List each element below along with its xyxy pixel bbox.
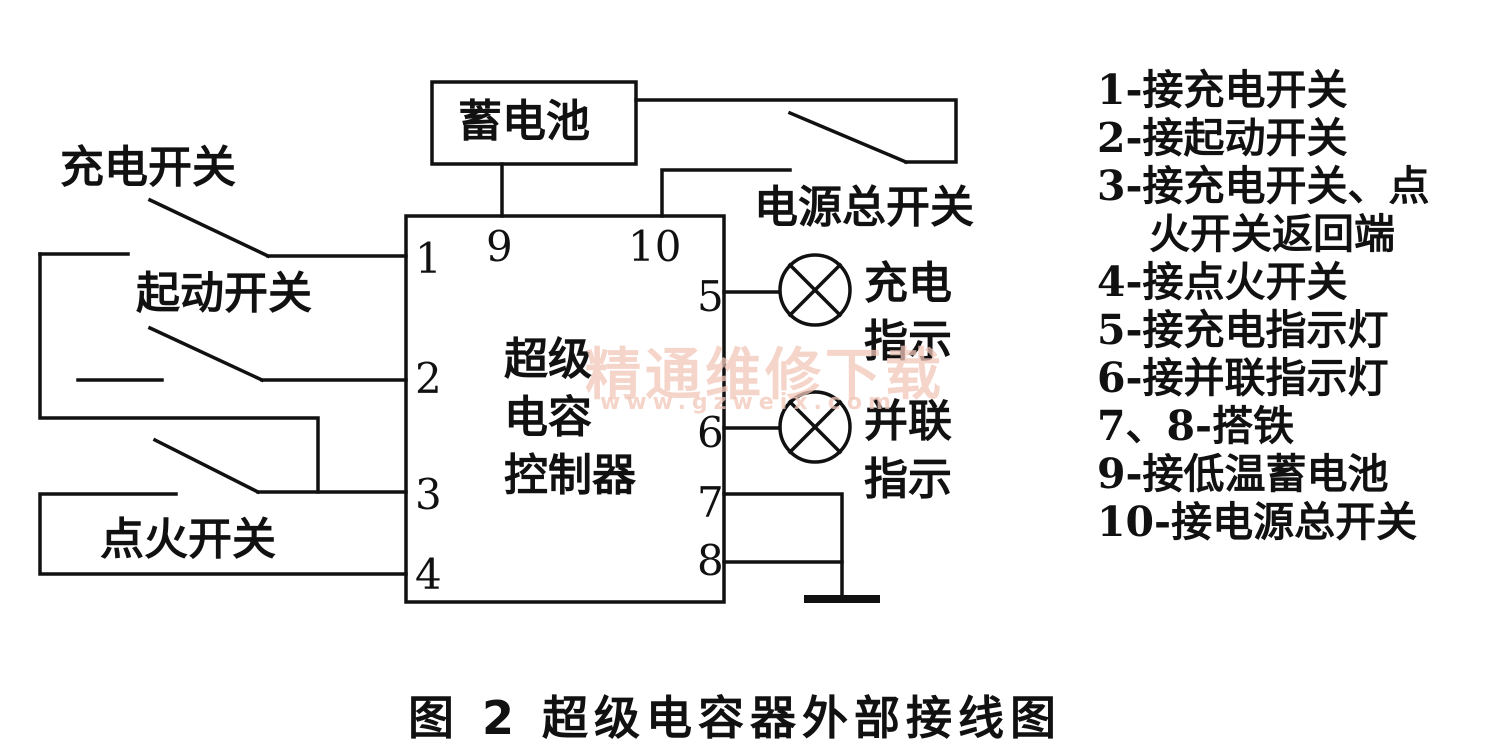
terminal-5: 5: [697, 272, 724, 321]
legend-item: 1-接充电开关: [1097, 66, 1348, 114]
controller-label-line-1: 超级: [504, 334, 592, 385]
start-switch-label: 起动开关: [136, 268, 312, 319]
legend-item: 2-接起动开关: [1097, 114, 1348, 162]
watermark-title: 精通维修下载: [585, 342, 945, 408]
ignition-switch-blade: [152, 437, 261, 495]
main-switch-blade: [787, 110, 909, 165]
ignition-switch-label: 点火开关: [100, 514, 276, 565]
wire-terminal7-ground: [722, 492, 844, 600]
main-switch-label: 电源总开关: [754, 182, 974, 233]
legend-item: 10-接电源总开关: [1097, 498, 1418, 546]
controller-label-line-2: 电容: [504, 392, 592, 443]
controller-box: [404, 214, 726, 604]
battery-box: [430, 80, 638, 166]
charge-switch-blade: [147, 197, 271, 259]
legend-item: 4-接点火开关: [1097, 258, 1348, 306]
parallel-indicator-label-line-2: 指示: [864, 454, 952, 505]
terminal-6: 6: [697, 408, 724, 457]
charge-indicator-label-line-2: 指示: [864, 316, 952, 367]
parallel-indicator-label-line-1: 并联: [864, 396, 952, 447]
terminal-4: 4: [415, 550, 442, 599]
terminal-3: 3: [415, 470, 442, 519]
parallel-indicator-lamp: [778, 390, 852, 464]
terminal-10: 10: [628, 222, 682, 271]
charge-switch-label: 充电开关: [60, 142, 236, 193]
legend-item: 9-接低温蓄电池: [1097, 450, 1389, 498]
legend-item: 7、8-搭铁: [1097, 402, 1295, 450]
legend-item: 6-接并联指示灯: [1097, 354, 1389, 402]
charge-indicator-label-line-1: 充电: [864, 258, 952, 309]
terminal-7: 7: [697, 478, 724, 527]
terminal-2: 2: [415, 354, 442, 403]
battery-label: 蓄电池: [458, 96, 590, 147]
terminal-legend: 1-接充电开关 2-接起动开关 3-接充电开关、点 火开关返回端 4-接点火开关…: [1097, 66, 1430, 546]
terminal-9: 9: [486, 222, 513, 271]
terminal-1: 1: [415, 234, 442, 283]
controller-label-line-3: 控制器: [504, 450, 636, 501]
wire-ignition-terminal4: [38, 492, 408, 576]
legend-item: 火开关返回端: [1149, 210, 1395, 258]
watermark-url: www.gzweix.com: [600, 390, 897, 415]
legend-item: 5-接充电指示灯: [1097, 306, 1389, 354]
wire-left-loop: [38, 252, 320, 494]
figure-caption: 图 2 超级电容器外部接线图: [408, 691, 1063, 745]
terminal-8: 8: [697, 536, 724, 585]
charge-indicator-lamp: [778, 253, 852, 327]
legend-item: 3-接充电开关、点: [1097, 162, 1430, 210]
start-switch-blade: [147, 325, 265, 383]
charge-lamp-cross-b: [787, 262, 843, 318]
wire-terminal10-main-switch: [660, 168, 792, 218]
wire-battery-main-switch: [634, 98, 958, 164]
parallel-lamp-cross-b: [787, 399, 843, 455]
